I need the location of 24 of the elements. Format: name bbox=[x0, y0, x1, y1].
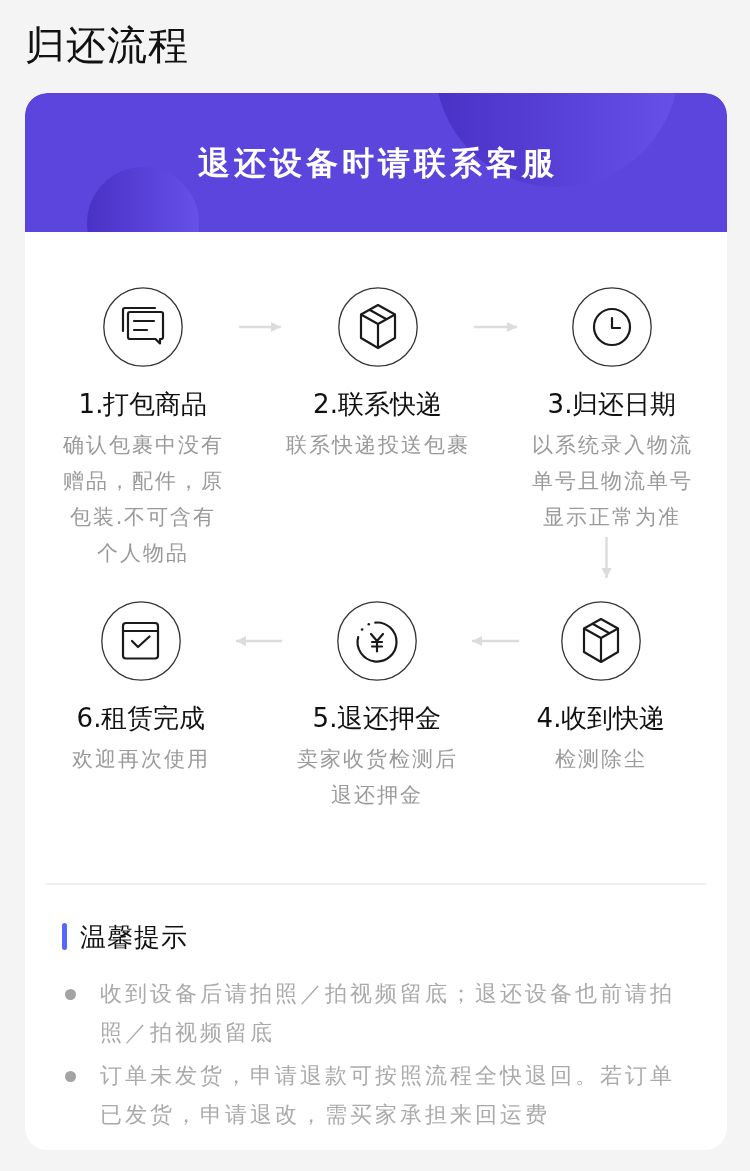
banner-heading: 退还设备时请联系客服 bbox=[197, 142, 558, 183]
step-description: 确认包裹中没有赠品，配件，原包装.不可含有个人物品 bbox=[61, 432, 225, 567]
step-title: 6.租赁完成 bbox=[76, 703, 206, 733]
step-title: 2.联系快递 bbox=[313, 389, 442, 419]
arrow bbox=[236, 636, 282, 646]
arrow bbox=[474, 322, 517, 332]
step-description: 欢迎再次使用 bbox=[72, 746, 210, 773]
step-description: 卖家收货检测后退还押金 bbox=[295, 746, 459, 809]
tips-heading: 温馨提示 bbox=[80, 921, 188, 953]
tip-text: 订单未发货，申请退款可按照流程全快退回。若订单已发货，申请退改，需买家承担来回运费 bbox=[100, 1061, 676, 1129]
step-description: 联系快递投送包裹 bbox=[285, 432, 470, 459]
banner bbox=[25, 93, 727, 232]
arrow bbox=[601, 537, 612, 578]
card bbox=[25, 93, 727, 1150]
tip-text: 收到设备后请拍照／拍视频留底；退还设备也前请拍照／拍视频留底 bbox=[100, 980, 676, 1047]
step-description: 以系统录入物流单号且物流单号显示正常为准 bbox=[530, 432, 694, 531]
arrow bbox=[472, 636, 519, 646]
step-title: 1.打包商品 bbox=[78, 389, 208, 419]
step-title: 4.收到快递 bbox=[536, 703, 666, 733]
arrow bbox=[239, 322, 281, 332]
step-title: 3.归还日期 bbox=[547, 389, 677, 419]
page-title: 归还流程 bbox=[25, 21, 189, 70]
step-title: 5.退还押金 bbox=[312, 703, 442, 733]
step-description: 检测除尘 bbox=[555, 746, 647, 773]
